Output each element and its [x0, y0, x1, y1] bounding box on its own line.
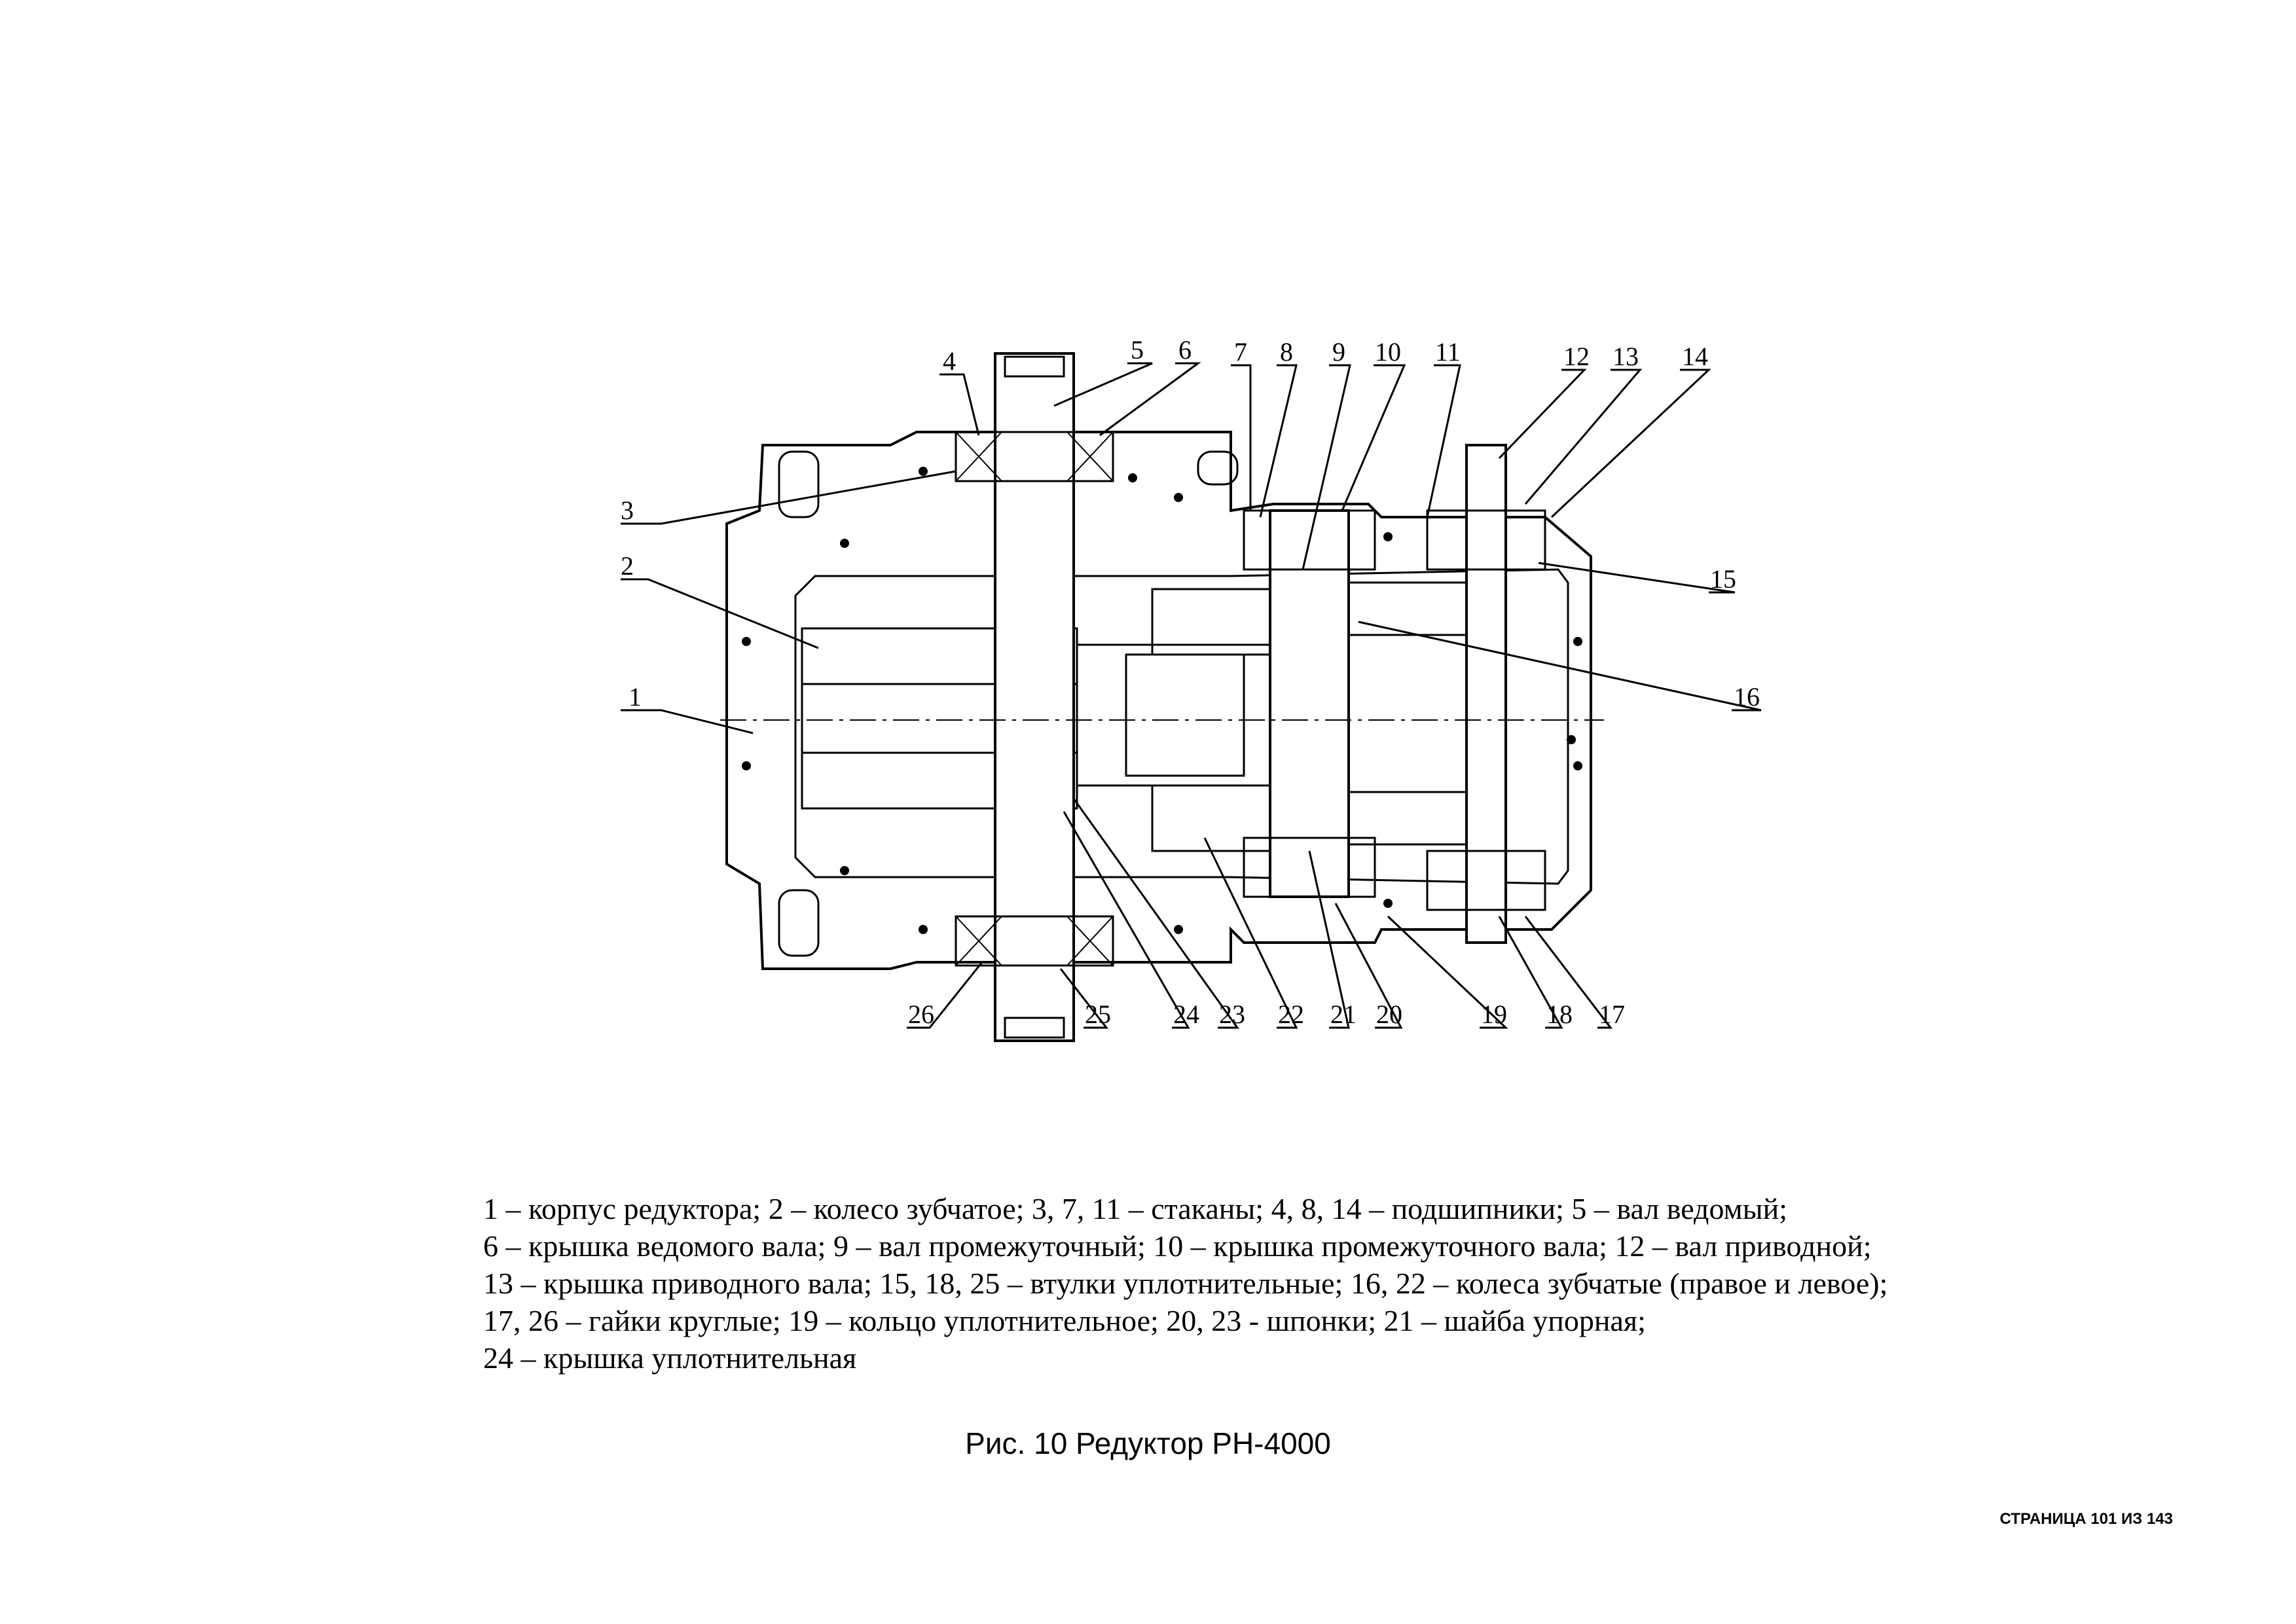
callout-20: 20 [1376, 1000, 1402, 1029]
legend-line-1: 1 – корпус редуктора; 2 – колесо зубчато… [483, 1192, 1787, 1225]
callout-17: 17 [1599, 1000, 1625, 1029]
legend-line-2: 6 – крышка ведомого вала; 9 – вал промеж… [483, 1229, 1872, 1263]
legend-line-4: 17, 26 – гайки круглые; 19 – кольцо упло… [483, 1304, 1646, 1337]
callout-24: 24 [1173, 1000, 1199, 1029]
callout-19: 19 [1481, 1000, 1507, 1029]
bolt-markers [742, 467, 1582, 934]
callout-21: 21 [1330, 1000, 1357, 1029]
page-number: СТРАНИЦА 101 ИЗ 143 [1999, 1510, 2173, 1528]
callout-26: 26 [908, 1000, 934, 1029]
figure-caption: Рис. 10 Редуктор РН-4000 [965, 1426, 1331, 1460]
callout-5: 5 [1131, 335, 1144, 365]
callout-25: 25 [1085, 1000, 1111, 1029]
callout-16: 16 [1734, 682, 1760, 712]
leader-lines [621, 362, 1762, 1029]
callout-23: 23 [1219, 1000, 1245, 1029]
callout-10: 10 [1375, 337, 1401, 367]
callout-18: 18 [1546, 1000, 1573, 1029]
callout-22: 22 [1278, 1000, 1304, 1029]
callout-14: 14 [1682, 342, 1708, 371]
callout-2: 2 [621, 551, 634, 581]
legend-line-5: 24 – крышка уплотнительная [483, 1341, 857, 1375]
callout-11: 11 [1435, 337, 1461, 367]
callout-4: 4 [943, 346, 956, 376]
callout-7: 7 [1234, 337, 1247, 367]
callout-12: 12 [1563, 342, 1590, 371]
callout-13: 13 [1613, 342, 1639, 371]
callout-15: 15 [1710, 564, 1736, 594]
parts-legend: 1 – корпус редуктора; 2 – колесо зубчато… [483, 1190, 2120, 1377]
callout-9: 9 [1332, 337, 1345, 367]
callout-3: 3 [621, 496, 634, 525]
gearbox-body [720, 352, 1604, 1042]
callout-8: 8 [1280, 337, 1293, 367]
legend-line-3: 13 – крышка приводного вала; 15, 18, 25 … [483, 1267, 1888, 1300]
callout-6: 6 [1178, 335, 1192, 365]
callout-labels: 1 2 3 4 5 6 7 8 9 10 11 12 13 14 15 16 1… [621, 335, 1760, 1029]
callout-1: 1 [629, 682, 642, 712]
